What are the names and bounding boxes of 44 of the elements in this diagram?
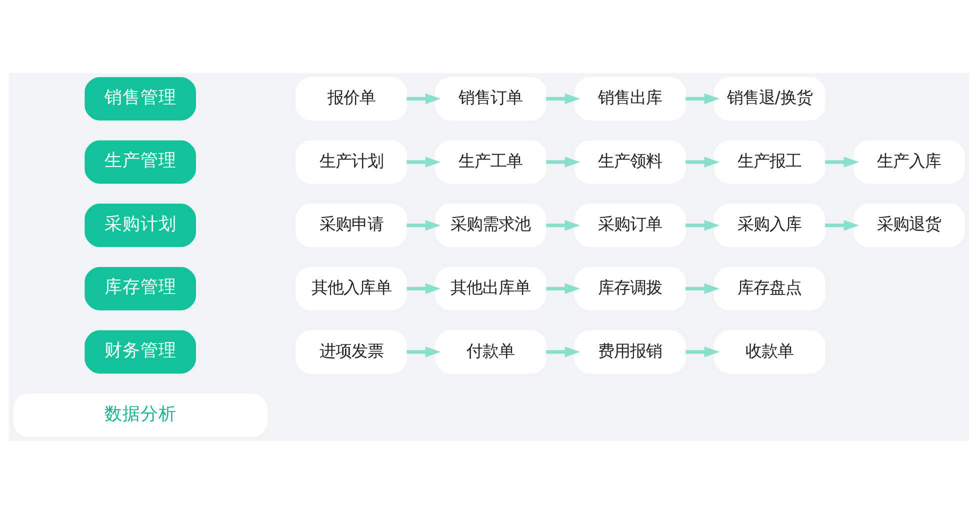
node-box: 生产工单	[435, 140, 546, 184]
node-box: 销售出库	[574, 76, 686, 120]
arrow	[546, 156, 580, 167]
node-box: 报价单	[296, 76, 407, 120]
arrow	[406, 220, 441, 230]
node-box: 采购计划	[84, 203, 196, 247]
arrow	[406, 156, 441, 167]
node-box: 其他入库单	[296, 266, 407, 310]
node-box: 销售退/换货	[714, 76, 826, 120]
arrow	[546, 220, 580, 230]
node-box: 其他出库单	[435, 266, 546, 310]
node-box: 库存管理	[84, 266, 196, 310]
node-box: 库存调拨	[574, 266, 686, 310]
arrow	[686, 156, 720, 167]
node-box: 采购入库	[714, 203, 826, 247]
arrow	[825, 220, 860, 230]
node-box: 库存盘点	[714, 266, 826, 310]
node-box: 采购订单	[574, 203, 686, 247]
arrow	[546, 282, 580, 294]
node-box: 采购退货	[853, 203, 965, 247]
arrow	[686, 92, 720, 104]
arrow	[406, 346, 441, 357]
node-box: 财务管理	[84, 330, 196, 374]
arrow	[406, 282, 441, 294]
node-box: 进项发票	[296, 330, 407, 374]
arrow	[546, 346, 580, 357]
node-box: 采购申请	[296, 203, 407, 247]
node-box: 生产入库	[853, 140, 965, 184]
arrow	[686, 346, 720, 357]
node-box: 生产管理	[84, 140, 196, 184]
arrow	[825, 156, 860, 167]
node-box: 付款单	[435, 330, 546, 374]
arrow	[686, 282, 720, 294]
arrow	[406, 92, 441, 104]
node-box: 销售订单	[435, 76, 546, 120]
node-box: 采购需求池	[435, 203, 546, 247]
node-box: 生产报工	[714, 140, 826, 184]
node-box: 销售管理	[84, 76, 196, 120]
arrow	[686, 220, 720, 230]
node-box: 费用报销	[574, 330, 686, 374]
arrow	[546, 92, 580, 104]
node-box: 生产计划	[296, 140, 407, 184]
node-box: 生产领料	[574, 140, 686, 184]
node-box: 收款单	[714, 330, 826, 374]
